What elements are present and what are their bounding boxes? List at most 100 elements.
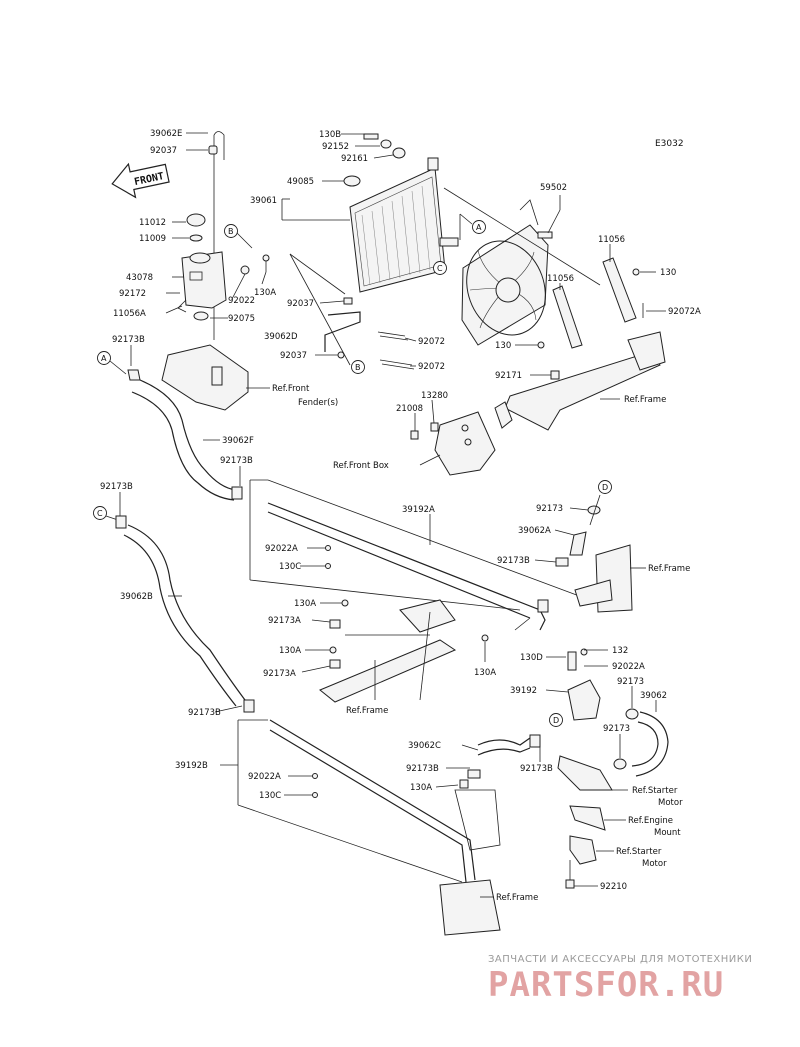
frame-middle-leaders: [301, 602, 430, 700]
label-39062A: 39062A: [518, 526, 551, 536]
tank-leaders: [130, 132, 270, 389]
label-39061: 39061: [250, 196, 277, 206]
frame-mid-right: [574, 544, 633, 613]
callout-a-icon: [97, 351, 111, 365]
label-132: 132: [612, 646, 628, 656]
label-11056-a: 11056: [598, 235, 625, 245]
callout-b-icon: [224, 224, 238, 238]
callout-c-label: C: [437, 264, 443, 273]
bracket-11056: [537, 257, 644, 349]
callout-a-label-2: A: [476, 223, 482, 232]
label-92075: 92075: [228, 314, 255, 324]
diagram-code: E3032: [655, 139, 684, 149]
hose-39062A-leaders: [534, 494, 646, 569]
label-13280: 13280: [421, 391, 448, 401]
label-92173-c: 92173: [603, 724, 630, 734]
frame-top: [494, 331, 666, 431]
ref-front-box: Ref.Front Box: [333, 461, 389, 471]
hose-39062B: [127, 524, 246, 701]
label-92173B-e: 92173B: [188, 708, 221, 718]
label-92037-a: 92037: [150, 146, 177, 156]
hose-39062A: [555, 505, 601, 567]
label-11012: 11012: [139, 218, 166, 228]
label-39192B: 39192B: [175, 761, 208, 771]
pipe-39192A-frame: [249, 479, 591, 611]
callout-b-label-2: B: [355, 363, 361, 372]
callout-d-icon: [598, 480, 612, 494]
label-92022A-c: 92022A: [248, 772, 281, 782]
label-92173B-f: 92173B: [406, 764, 439, 774]
label-130A-tank: 130A: [254, 288, 276, 298]
callout-c-label-2: C: [97, 509, 103, 518]
label-39062F: 39062F: [222, 436, 254, 446]
label-92022A-a: 92022A: [265, 544, 298, 554]
callout-b-label: B: [228, 227, 234, 236]
reservoir-tank-assembly: [127, 131, 270, 411]
watermark-brand: PARTSFOR.RU: [488, 965, 724, 1005]
label-92037-c: 92037: [280, 351, 307, 361]
label-92210: 92210: [600, 882, 627, 892]
ref-starter-2a: Ref.Starter: [616, 847, 662, 857]
hose-39062F: [139, 379, 237, 491]
ref-front-fender-2: Fender(s): [298, 398, 338, 408]
callout-a-label: A: [101, 354, 107, 363]
label-92072-a: 92072: [418, 337, 445, 347]
label-130-fan-2: 130: [495, 341, 511, 351]
ref-front-fender-1: Ref.Front: [272, 384, 310, 394]
ref-engine-mount-b: Mount: [654, 828, 681, 838]
label-92173B-a: 92173B: [112, 335, 145, 345]
starter-leaders: [569, 789, 628, 887]
hose-39062D: [324, 311, 361, 352]
ref-starter-1b: Motor: [658, 798, 683, 808]
label-92037-b: 92037: [287, 299, 314, 309]
label-92152: 92152: [322, 142, 349, 152]
label-39062D: 39062D: [264, 332, 298, 342]
ref-frame-4: Ref.Frame: [496, 893, 538, 903]
radiator-leaders: [281, 133, 417, 367]
label-92072-b: 92072: [418, 362, 445, 372]
ref-engine-mount-a: Ref.Engine: [628, 816, 673, 826]
label-92173-b: 92173: [617, 677, 644, 687]
bracket-leaders: [515, 244, 666, 376]
label-11009: 11009: [139, 234, 166, 244]
callout-d-icon-2: [549, 713, 563, 727]
pipe-39192B-frame: [220, 719, 463, 883]
ref-starter-2b: Motor: [642, 859, 667, 869]
pipe-39192B: [269, 719, 476, 881]
label-92173A-a: 92173A: [268, 616, 301, 626]
label-39062E: 39062E: [150, 129, 182, 139]
front-box: [410, 411, 496, 476]
cooling-fan-assembly: [461, 199, 553, 346]
callout-a-icon-2: [472, 220, 486, 234]
label-130A-c: 130A: [279, 646, 301, 656]
ref-frame-1: Ref.Frame: [624, 395, 666, 405]
ref-frame-2: Ref.Frame: [648, 564, 690, 574]
callout-d-label: D: [602, 483, 608, 492]
front-box-leaders: [414, 399, 441, 466]
callout-b-icon-2: [351, 360, 365, 374]
label-21008: 21008: [396, 404, 423, 414]
watermark-tagline: ЗАПЧАСТИ И АКСЕССУАРЫ ДЛЯ МОТОТЕХНИКИ: [488, 954, 752, 965]
label-130A-d: 130A: [474, 668, 496, 678]
label-39062B: 39062B: [120, 592, 153, 602]
label-130A-e: 130A: [410, 783, 432, 793]
ref-starter-1a: Ref.Starter: [632, 786, 678, 796]
label-130C-a: 130C: [279, 562, 301, 572]
label-59502: 59502: [540, 183, 567, 193]
hose-39062C: [477, 737, 531, 746]
label-92022A-b: 92022A: [612, 662, 645, 672]
label-92022: 92022: [228, 296, 255, 306]
label-11056A: 11056A: [113, 309, 146, 319]
label-92173B-g: 92173B: [520, 764, 553, 774]
callout-c-icon: [433, 261, 447, 275]
label-92173B-c: 92173B: [100, 482, 133, 492]
label-92173A-b: 92173A: [263, 669, 296, 679]
frame-bottom: [439, 769, 501, 936]
label-130A-b: 130A: [294, 599, 316, 609]
front-arrow-icon: FRONT: [111, 162, 170, 199]
label-92172: 92172: [119, 289, 146, 299]
housing-39192: [567, 648, 669, 777]
ref-frame-3: Ref.Frame: [346, 706, 388, 716]
